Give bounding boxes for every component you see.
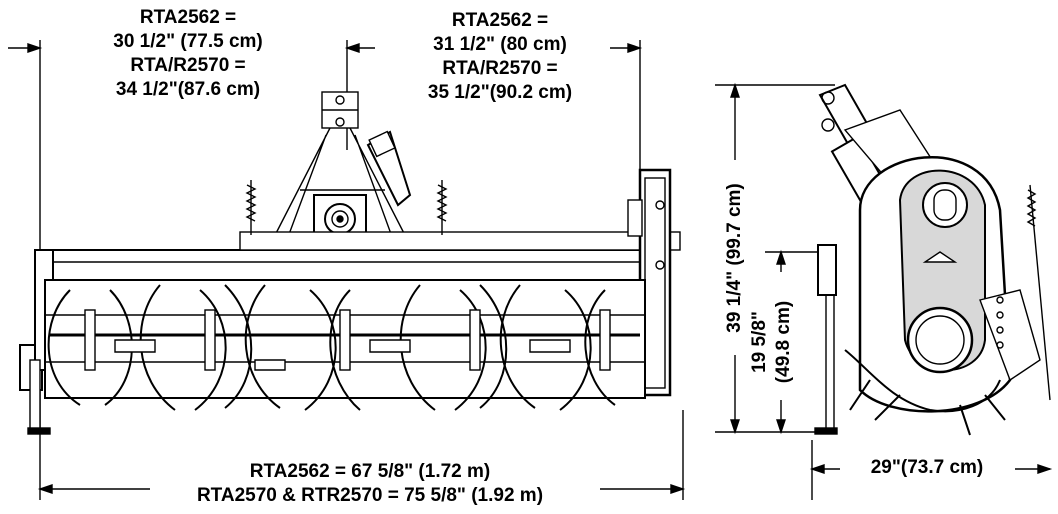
left-top-line-1: RTA2562 = [139,7,237,28]
right-top-dimension-label: RTA2562 = 31 1/2" (80 cm) RTA/R2570 = 35… [400,9,600,105]
side-view-tiller [715,82,1053,500]
left-top-dimension-label: RTA2562 = 30 1/2" (77.5 cm) RTA/R2570 = … [88,6,288,102]
right-top-line-1: RTA2562 = [451,10,549,31]
right-top-line-3: RTA/R2570 = [442,58,558,79]
right-top-line-2: 31 1/2" (80 cm) [433,34,567,55]
height-hitch-line-2: (49.8 cm) [773,300,794,384]
right-top-line-4: 35 1/2"(90.2 cm) [427,82,573,103]
left-top-line-2: 30 1/2" (77.5 cm) [113,31,263,52]
bottom-width-label: RTA2562 = 67 5/8" (1.72 m) RTA2570 & RTR… [150,460,590,508]
height-hitch-line-1: 19 5/8" [749,311,770,373]
depth-label: 29"(73.7 cm) [870,457,984,478]
left-top-line-4: 34 1/2"(87.6 cm) [115,79,261,100]
front-view-tiller [19,91,681,435]
height-hitch-label: 19 5/8" (49.8 cm) [748,282,796,402]
bottom-width-line-1: RTA2562 = 67 5/8" (1.72 m) [249,461,491,482]
left-top-line-3: RTA/R2570 = [130,55,246,76]
height-total-label: 39 1/4" (99.7 cm) [724,183,745,333]
bottom-width-line-2: RTA2570 & RTR2570 = 75 5/8" (1.92 m) [196,485,544,506]
